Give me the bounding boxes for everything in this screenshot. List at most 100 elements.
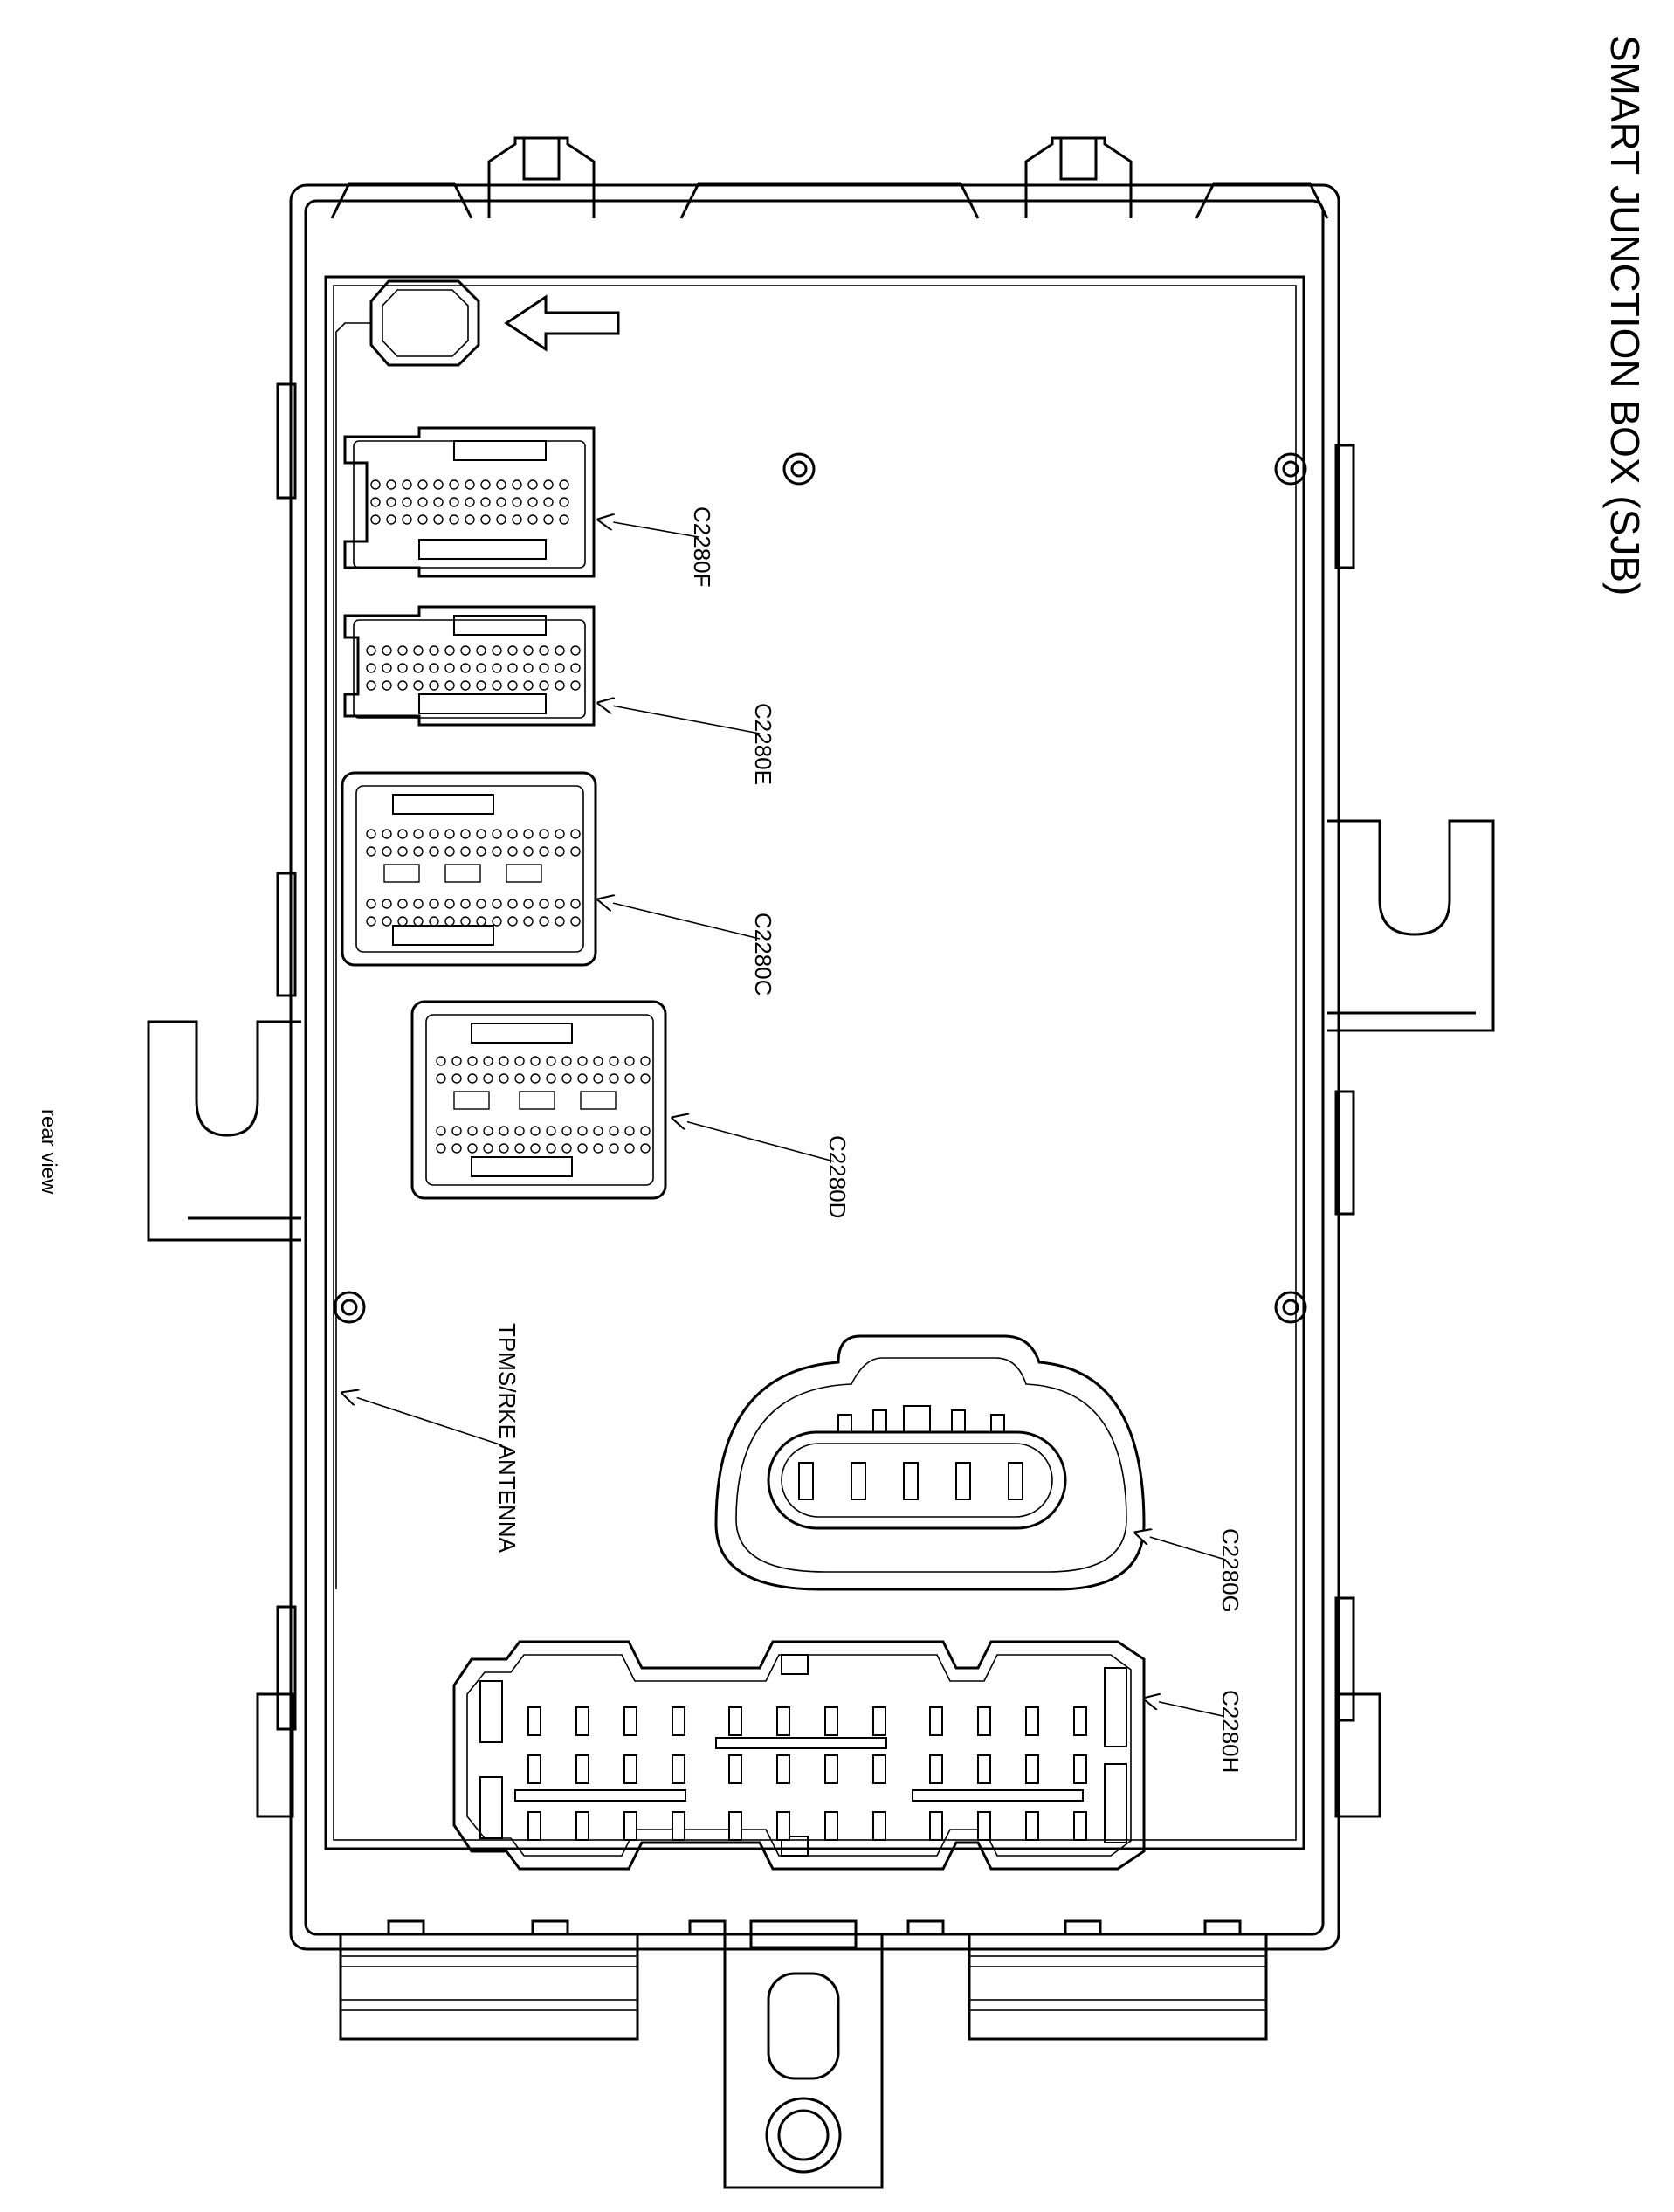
pin: [444, 829, 455, 839]
pin: [570, 916, 581, 927]
pin: [640, 1073, 651, 1084]
connector-c2280g[interactable]: [714, 1334, 1146, 1591]
pin: [483, 1056, 493, 1066]
pin: [512, 497, 522, 507]
pin-slot: [824, 1811, 838, 1841]
pin: [476, 829, 486, 839]
pin: [451, 1143, 462, 1154]
pin: [413, 680, 424, 691]
pin: [593, 1056, 603, 1066]
pin: [514, 1056, 525, 1066]
pin: [382, 899, 392, 909]
pin: [523, 663, 534, 673]
pin: [483, 1126, 493, 1136]
pin: [570, 829, 581, 839]
pin: [465, 497, 475, 507]
pin: [417, 514, 428, 525]
pin: [417, 479, 428, 490]
pin: [444, 916, 455, 927]
pin-slot: [672, 1706, 685, 1736]
fuse-puller-indicator: [335, 279, 480, 1589]
pin: [366, 846, 376, 857]
pin-slot: [527, 1754, 541, 1784]
pin: [460, 846, 471, 857]
sjb-housing: [147, 136, 1495, 2189]
pin: [436, 1126, 446, 1136]
pin: [366, 680, 376, 691]
pin-slot: [527, 1811, 541, 1841]
pin: [492, 645, 502, 656]
pin-slot: [776, 1706, 790, 1736]
pin: [609, 1143, 619, 1154]
pin: [433, 497, 444, 507]
pin: [570, 680, 581, 691]
orientation-arrow-icon: [504, 294, 620, 352]
pin: [499, 1143, 509, 1154]
pin: [483, 1073, 493, 1084]
pin: [386, 479, 396, 490]
pin: [429, 645, 439, 656]
pin: [546, 1126, 556, 1136]
pin: [436, 1056, 446, 1066]
pin-slot: [728, 1706, 742, 1736]
pin: [530, 1143, 541, 1154]
pin: [444, 680, 455, 691]
pin: [436, 1143, 446, 1154]
pin-slot: [929, 1754, 943, 1784]
pin: [640, 1143, 651, 1154]
connector-c2280e[interactable]: [343, 605, 596, 727]
pin: [449, 514, 459, 525]
pin: [496, 479, 506, 490]
pin-slot: [977, 1754, 991, 1784]
pin: [476, 645, 486, 656]
pin: [397, 829, 408, 839]
connector-c2280d[interactable]: [410, 1000, 667, 1200]
label-c2280e: C2280E: [750, 703, 776, 785]
pin: [507, 663, 518, 673]
pin: [433, 479, 444, 490]
pin: [624, 1126, 635, 1136]
pin: [467, 1143, 478, 1154]
pin: [512, 514, 522, 525]
pin: [366, 916, 376, 927]
pin: [499, 1073, 509, 1084]
pin-slot: [872, 1706, 886, 1736]
pin: [570, 899, 581, 909]
pin: [561, 1143, 572, 1154]
pin: [449, 479, 459, 490]
pin: [402, 497, 412, 507]
pin-slot: [527, 1706, 541, 1736]
pin: [543, 497, 554, 507]
pin: [492, 846, 502, 857]
pin: [460, 916, 471, 927]
pin: [382, 680, 392, 691]
pin-slot: [575, 1811, 589, 1841]
connector-c2280h[interactable]: [452, 1640, 1146, 1871]
pin: [429, 846, 439, 857]
pin: [397, 846, 408, 857]
leader-lines: [342, 520, 1223, 1717]
pin-slot: [672, 1754, 685, 1784]
pin-slot: [623, 1811, 637, 1841]
pin: [543, 479, 554, 490]
connector-c2280c[interactable]: [341, 771, 597, 967]
pin: [402, 514, 412, 525]
pin: [397, 645, 408, 656]
connector-pins: [366, 479, 651, 1154]
pin: [496, 514, 506, 525]
pin: [467, 1126, 478, 1136]
pin-slot: [977, 1706, 991, 1736]
connector-c2280f[interactable]: [343, 426, 596, 578]
pin: [539, 663, 549, 673]
label-c2280c: C2280C: [750, 913, 776, 996]
pin: [559, 497, 569, 507]
pin: [460, 680, 471, 691]
pin: [527, 497, 538, 507]
pin: [561, 1073, 572, 1084]
pin-slot: [824, 1706, 838, 1736]
pin: [530, 1126, 541, 1136]
pin: [539, 645, 549, 656]
pin: [539, 829, 549, 839]
pin: [476, 899, 486, 909]
pin: [397, 680, 408, 691]
